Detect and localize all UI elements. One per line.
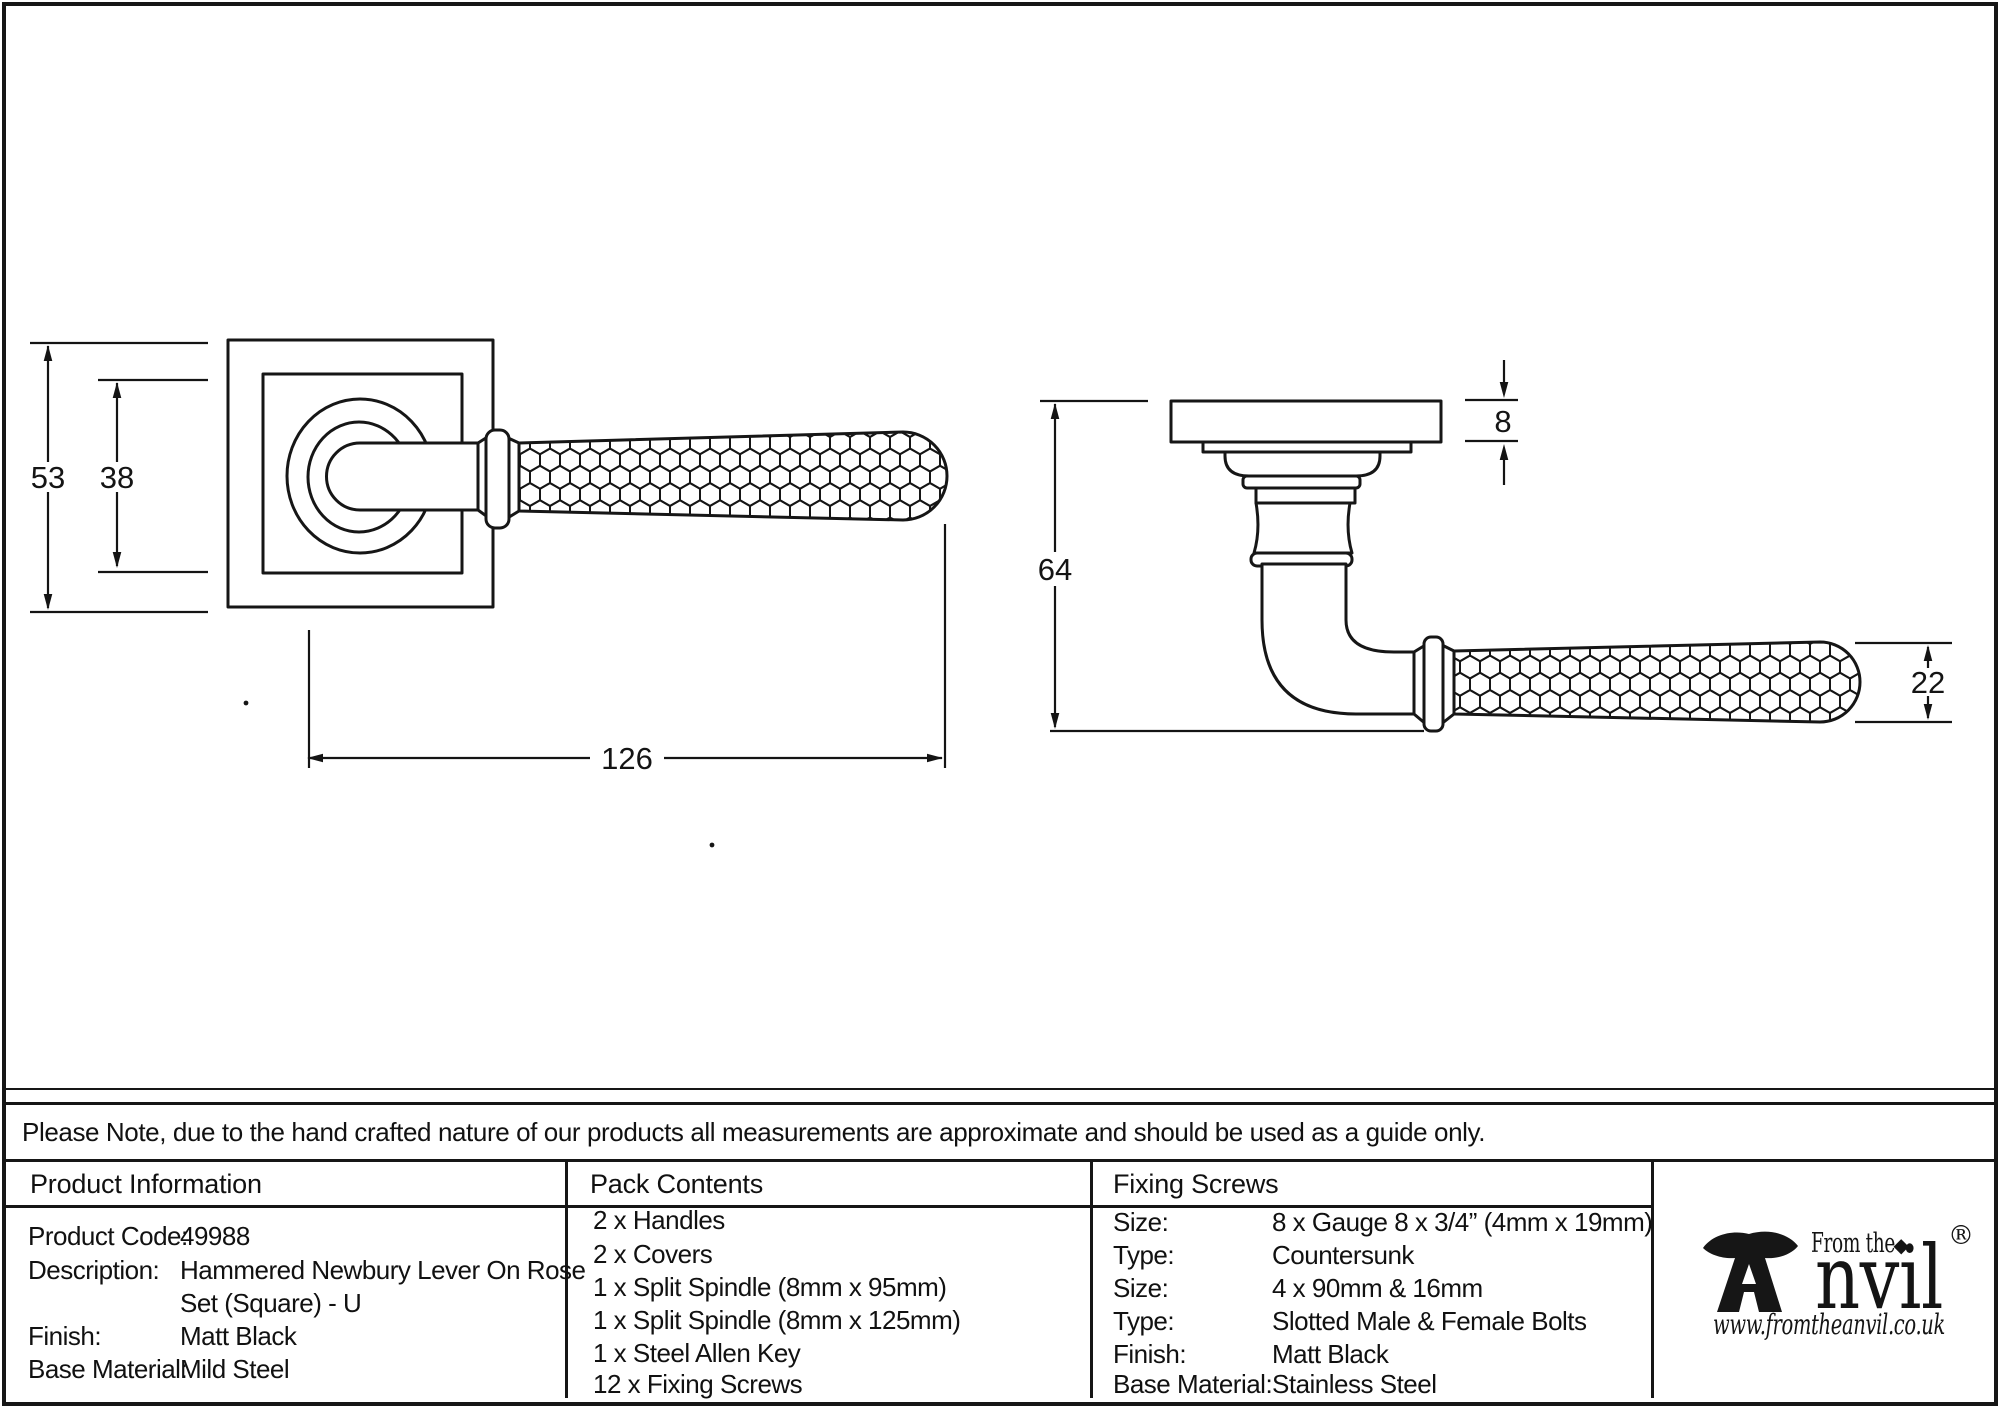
technical-drawing: 53 38 126 [30,338,1952,848]
row-label: Size: [1113,1273,1169,1303]
row-label: Size: [1113,1207,1169,1237]
dim-rose-thickness: 8 [1494,404,1511,439]
row-label: Type: [1113,1306,1175,1336]
anvil-icon [1703,1231,1798,1312]
spec-table: Product Information Pack Contents Fixing… [6,1162,1994,1399]
row-label: Base Material: [28,1354,188,1384]
side-view-drawing [1169,399,1862,733]
row-label: Type: [1113,1240,1175,1270]
dim-lever-width: 22 [1911,665,1945,700]
pack-item: 2 x Handles [593,1205,725,1235]
logo-website: www.fromtheanvil.co.uk [1713,1308,1945,1341]
column-header-fixing-screws: Fixing Screws [1113,1169,1279,1199]
row-value: Set (Square) - U [180,1288,362,1318]
row-value: Countersunk [1272,1240,1414,1270]
row-value: Slotted Male & Female Bolts [1272,1306,1587,1336]
drawing-area-divider [6,1088,1994,1090]
handle-neck [325,441,489,512]
neck-barrel [1252,501,1354,555]
side-view-dimensions [1040,360,1952,733]
note-bar: Please Note, due to the hand crafted nat… [6,1102,1994,1162]
dim-rose-height: 53 [31,460,65,495]
rose-shoulder [1223,450,1382,478]
rose-ring [1241,474,1362,490]
column-header-product-information: Product Information [30,1169,262,1199]
row-label: Finish: [28,1321,102,1351]
print-artifacts [243,700,715,848]
note-text: Please Note, due to the hand crafted nat… [22,1116,1486,1147]
hammered-lever [517,430,949,522]
side-handle-collar [1422,635,1445,733]
row-label: Finish: [1113,1339,1187,1369]
from-the-anvil-logo: From the ◆ nvil ® www.fromtheanvil.co.uk [1703,1221,1974,1341]
pack-item: 1 x Steel Allen Key [593,1338,801,1368]
row-label: Base Material: [1113,1369,1273,1399]
handle-elbow [1260,562,1416,716]
logo-brand-word: nvil [1815,1226,1943,1329]
pack-item: 1 x Split Spindle (8mm x 125mm) [593,1305,961,1335]
row-value: Mild Steel [180,1354,290,1384]
logo-tagline: From the [1811,1228,1895,1259]
header-underline [6,1205,1651,1208]
row-value: Matt Black [1272,1339,1389,1369]
front-view-drawing [226,338,949,609]
pack-item: 12 x Fixing Screws [593,1369,803,1399]
dim-handle-length: 126 [601,741,653,776]
dim-rose-inner-height: 38 [100,460,134,495]
dim-projection: 64 [1038,552,1072,587]
pack-item: 1 x Split Spindle (8mm x 95mm) [593,1272,947,1302]
column-header-pack-contents: Pack Contents [590,1169,763,1199]
neck-band [1254,486,1357,505]
row-value: Stainless Steel [1272,1369,1437,1399]
rose-plate [1169,399,1443,444]
row-label: Description: [28,1255,160,1285]
registered-trademark: ® [1948,1221,1974,1251]
side-hammered-lever [1452,640,1862,724]
handle-collar [484,428,511,530]
front-view-dimensions [30,341,947,768]
row-value: 49988 [180,1221,250,1251]
row-label: Product Code: [28,1221,188,1251]
column-divider [565,1162,568,1398]
column-divider [1090,1162,1093,1398]
row-value: Hammered Newbury Lever On Rose [180,1255,586,1285]
logo-diamond: ◆ [1894,1235,1910,1257]
brand-logo: From the ◆ nvil ® www.fromtheanvil.co.uk [1651,1162,1994,1398]
row-value: 8 x Gauge 8 x 3/4” (4mm x 19mm) [1272,1207,1653,1237]
row-value: 4 x 90mm & 16mm [1272,1273,1483,1303]
pack-item: 2 x Covers [593,1239,713,1269]
row-value: Matt Black [180,1321,297,1351]
column-divider [1651,1162,1654,1398]
